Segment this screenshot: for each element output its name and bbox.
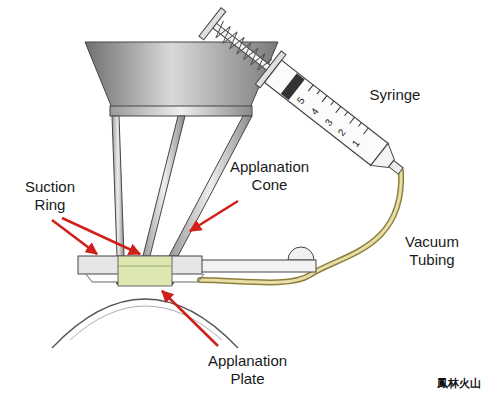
scale-tick bbox=[317, 90, 320, 94]
vacuum-tubing bbox=[200, 171, 401, 282]
applanation-plate bbox=[118, 266, 172, 267]
suction-ring bbox=[78, 247, 316, 282]
scale-tick bbox=[358, 123, 361, 127]
applanation-cone bbox=[169, 116, 252, 256]
leader-arrows bbox=[62, 218, 140, 254]
applanation-plate bbox=[118, 256, 172, 286]
suction-ring bbox=[200, 260, 316, 272]
scale-tick bbox=[350, 117, 355, 123]
eye-globe bbox=[52, 299, 238, 348]
leader-arrows bbox=[162, 291, 218, 346]
scale-tick bbox=[331, 101, 334, 105]
eye-globe bbox=[70, 306, 222, 340]
syringe bbox=[281, 73, 305, 100]
part-name: Applanation Plate bbox=[200, 352, 295, 388]
scale-tick bbox=[336, 106, 341, 112]
eye-globe bbox=[52, 280, 238, 348]
vacuum-tubing bbox=[200, 171, 401, 282]
part-name: Vacuum Tubing bbox=[392, 233, 472, 269]
watermark: 鳳林火山 bbox=[437, 376, 481, 391]
scale-tick bbox=[363, 128, 368, 134]
syringe bbox=[389, 160, 403, 174]
scale-tick bbox=[345, 112, 348, 116]
suction-ring bbox=[288, 247, 314, 260]
leader-arrows bbox=[190, 201, 238, 231]
applanation-cone bbox=[112, 116, 124, 256]
scale-tick bbox=[308, 85, 313, 91]
syringe-spring bbox=[212, 21, 272, 73]
applanation-cone bbox=[143, 116, 185, 256]
vacuum-tubing bbox=[200, 171, 401, 282]
applanation-cone bbox=[85, 42, 278, 256]
leader-arrows bbox=[52, 201, 238, 346]
applanation-cone bbox=[110, 106, 252, 116]
part-name: Applanation Cone bbox=[222, 158, 317, 194]
part-name: Suction Ring bbox=[14, 178, 86, 214]
syringe bbox=[264, 60, 388, 165]
scale-tick bbox=[322, 96, 327, 102]
part-name: Syringe bbox=[360, 86, 430, 104]
applanation-plate bbox=[118, 256, 172, 286]
